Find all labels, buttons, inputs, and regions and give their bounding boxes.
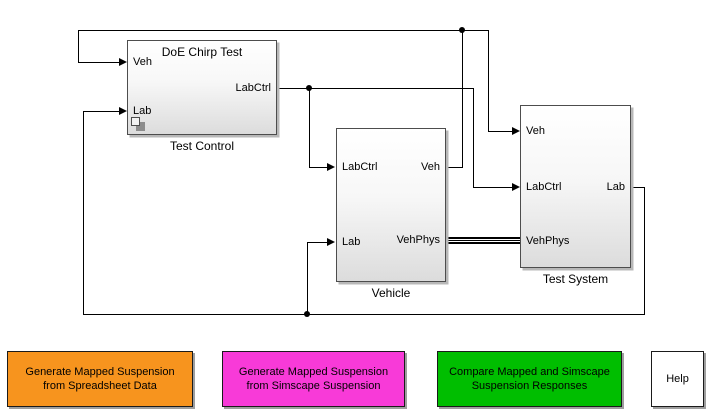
- wire-labctrl-into-testsystem[interactable]: [473, 187, 513, 189]
- compare-responses-button[interactable]: Compare Mapped and Simscape Suspension R…: [437, 351, 622, 407]
- port-test-system-labctrl-in: LabCtrl: [526, 181, 562, 193]
- junction-dot-veh: [459, 27, 465, 33]
- generate-from-spreadsheet-label: Generate Mapped Suspension from Spreadsh…: [25, 366, 175, 392]
- compare-responses-label: Compare Mapped and Simscape Suspension R…: [449, 366, 610, 392]
- port-vehicle-vehphys-out: VehPhys: [396, 234, 440, 246]
- port-test-system-vehphys-in: VehPhys: [526, 235, 570, 247]
- wire-veh-from-vehicle[interactable]: [446, 167, 463, 169]
- wire-lab-vehicle-riser[interactable]: [307, 242, 309, 315]
- arrowhead-icon: [512, 183, 520, 191]
- block-test-system-caption: Test System: [542, 272, 609, 286]
- port-vehicle-veh-out: Veh: [421, 161, 440, 173]
- wire-lab-into-testcontrol[interactable]: [83, 111, 120, 113]
- arrowhead-icon: [119, 107, 127, 115]
- junction-dot-labctrl: [306, 85, 312, 91]
- wire-lab-out[interactable]: [631, 187, 645, 189]
- wire-veh-into-testsystem[interactable]: [488, 131, 513, 133]
- arrowhead-icon: [327, 238, 335, 246]
- wire-labctrl-into-vehicle[interactable]: [309, 167, 328, 169]
- physical-connection-vehphys[interactable]: [446, 237, 520, 244]
- block-vehicle[interactable]: LabCtrl Lab Veh VehPhys: [336, 128, 446, 282]
- block-test-system[interactable]: Veh LabCtrl VehPhys Lab: [520, 105, 631, 268]
- wire-labctrl-main[interactable]: [277, 88, 474, 90]
- subsystem-badge-icon: [131, 117, 145, 131]
- wire-lab-left-riser[interactable]: [83, 111, 85, 315]
- arrowhead-icon: [327, 163, 335, 171]
- wire-veh-left-drop[interactable]: [78, 30, 80, 63]
- wire-veh-right-drop[interactable]: [488, 30, 490, 132]
- port-vehicle-labctrl-in: LabCtrl: [342, 161, 378, 173]
- wire-lab-bottom-rail[interactable]: [83, 314, 645, 316]
- generate-from-simscape-label: Generate Mapped Suspension from Simscape…: [238, 366, 389, 392]
- help-label: Help: [666, 373, 689, 385]
- wire-labctrl-drop-vehicle[interactable]: [309, 88, 311, 168]
- block-test-control-caption: Test Control: [169, 139, 235, 153]
- port-vehicle-lab-in: Lab: [342, 236, 361, 248]
- port-test-control-labctrl-out: LabCtrl: [235, 82, 271, 94]
- wire-veh-riser[interactable]: [462, 30, 464, 168]
- block-test-control-title: DoE Chirp Test: [161, 45, 243, 59]
- port-test-system-lab-out: Lab: [606, 181, 625, 193]
- junction-dot-lab: [304, 311, 310, 317]
- wire-veh-top-rail[interactable]: [78, 30, 488, 32]
- arrowhead-icon: [512, 127, 520, 135]
- wire-lab-into-vehicle[interactable]: [307, 242, 328, 244]
- wire-veh-into-testcontrol[interactable]: [78, 62, 120, 64]
- generate-from-spreadsheet-button[interactable]: Generate Mapped Suspension from Spreadsh…: [7, 351, 193, 407]
- help-button[interactable]: Help: [651, 351, 704, 407]
- wire-lab-right-drop[interactable]: [644, 187, 646, 315]
- wire-labctrl-drop-testsystem[interactable]: [473, 88, 475, 188]
- port-test-control-veh-in: Veh: [133, 56, 152, 68]
- arrowhead-icon: [119, 58, 127, 66]
- port-test-control-lab-in: Lab: [133, 105, 152, 117]
- port-test-system-veh-in: Veh: [526, 125, 545, 137]
- block-test-control[interactable]: DoE Chirp Test Veh Lab LabCtrl: [127, 40, 277, 135]
- block-vehicle-caption: Vehicle: [371, 286, 411, 300]
- generate-from-simscape-button[interactable]: Generate Mapped Suspension from Simscape…: [222, 351, 405, 407]
